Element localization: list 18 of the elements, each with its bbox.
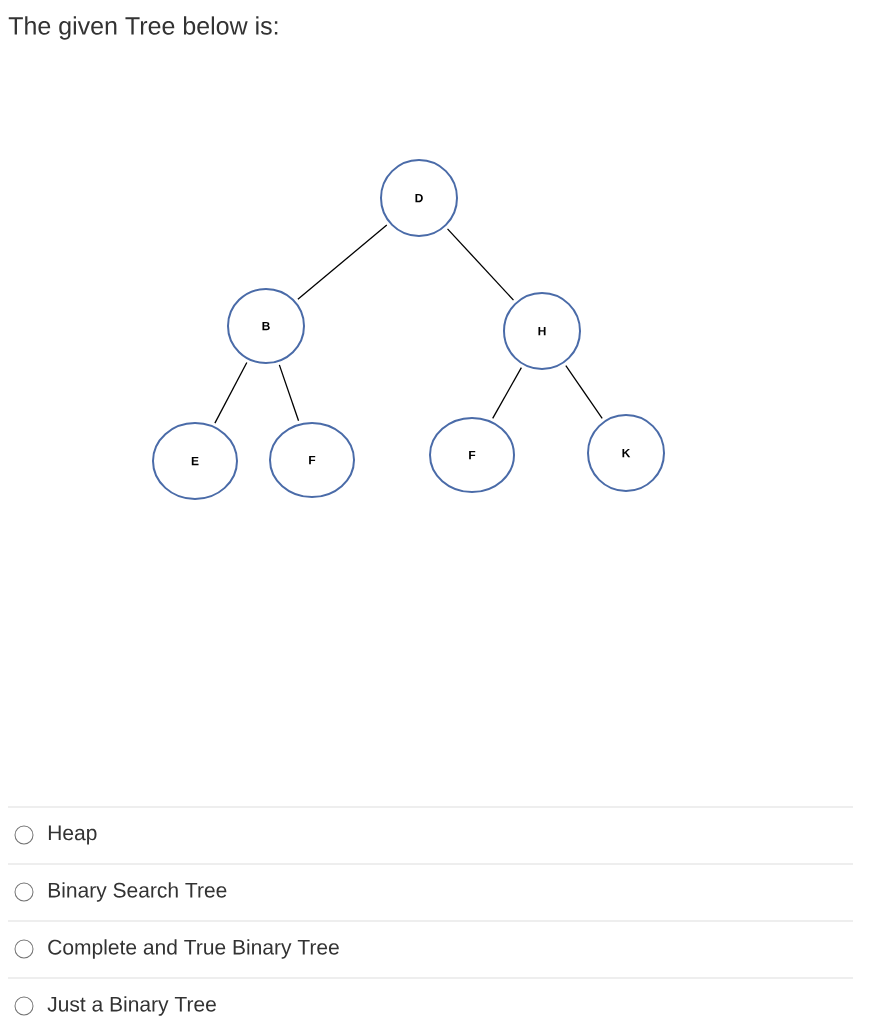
question-title: The given Tree below is:: [8, 16, 278, 40]
tree-edge: [565, 364, 603, 420]
tree-node: K: [587, 414, 665, 492]
tree-edge: [492, 366, 522, 420]
tree-edge: [297, 224, 388, 300]
tree-node: B: [227, 288, 305, 364]
tree-edge: [214, 361, 248, 424]
option-text: Just a Binary Tree: [47, 996, 216, 1016]
option-text: Binary Search Tree: [48, 882, 227, 902]
tree-node: E: [152, 422, 238, 500]
tree-node: F: [269, 422, 355, 498]
tree-node: H: [503, 292, 581, 370]
tree-node: F: [429, 417, 515, 493]
tree-edge: [446, 228, 515, 301]
option-text: Heap: [48, 825, 97, 845]
tree-node: D: [380, 159, 458, 237]
option-text: Complete and True Binary Tree: [48, 939, 339, 959]
tree-edge: [278, 364, 300, 422]
